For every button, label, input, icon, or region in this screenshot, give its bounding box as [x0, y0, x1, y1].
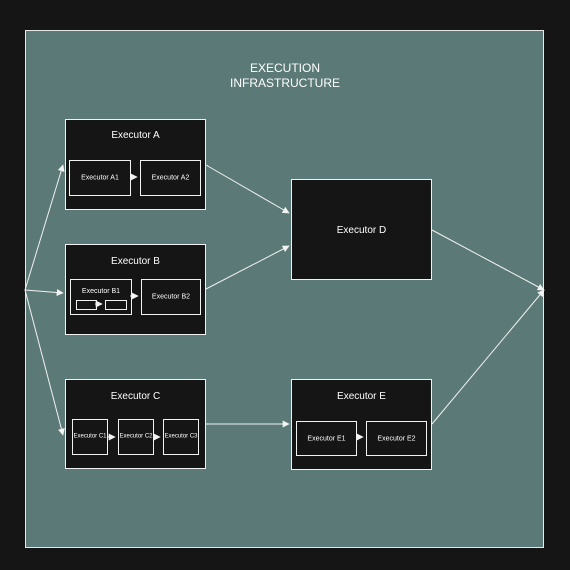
- executor-a-label: Executor A: [111, 130, 160, 141]
- executor-e1-label: Executor E1: [307, 435, 346, 442]
- executor-e-label: Executor E: [337, 391, 386, 402]
- executor-d-label: Executor D: [336, 225, 387, 236]
- executor-b-label: Executor B: [111, 256, 160, 267]
- executor-e-box[interactable]: Executor E Executor E1 Executor E2: [291, 379, 432, 470]
- executor-b-box[interactable]: Executor B Executor B1 Executor B2: [65, 244, 206, 335]
- executor-c3-label: Executor C3: [164, 433, 198, 440]
- executor-c3-box[interactable]: Executor C3: [163, 419, 199, 455]
- executor-e2-box[interactable]: Executor E2: [366, 421, 427, 456]
- executor-c-label: Executor C: [110, 391, 161, 402]
- executor-a-box[interactable]: Executor A Executor A1 Executor A2: [65, 119, 206, 210]
- executor-b1-mini-block-1: [76, 300, 97, 310]
- executor-b2-box[interactable]: Executor B2: [141, 279, 201, 315]
- executor-b1-mini-block-2: [105, 300, 127, 310]
- executor-c1-label: Executor C1: [73, 433, 107, 440]
- executor-c2-box[interactable]: Executor C2: [118, 419, 154, 455]
- executor-a2-box[interactable]: Executor A2: [140, 160, 201, 196]
- diagram-title: EXECUTION INFRASTRUCTURE: [190, 61, 380, 91]
- executor-d-box[interactable]: Executor D: [291, 179, 432, 280]
- executor-c2-label: Executor C2: [119, 433, 153, 440]
- executor-e2-label: Executor E2: [377, 435, 416, 442]
- diagram-title-line-2: INFRASTRUCTURE: [230, 76, 340, 90]
- executor-b1-label: Executor B1: [81, 288, 121, 295]
- diagram-title-line-1: EXECUTION: [249, 61, 320, 75]
- executor-a1-label: Executor A1: [81, 174, 119, 182]
- executor-e1-box[interactable]: Executor E1: [296, 421, 357, 456]
- executor-a1-box[interactable]: Executor A1: [69, 160, 131, 196]
- executor-b2-label: Executor B2: [151, 293, 191, 301]
- executor-b1-box[interactable]: Executor B1: [70, 279, 132, 315]
- executor-c1-box[interactable]: Executor C1: [72, 419, 108, 455]
- executor-c-box[interactable]: Executor C Executor C1 Executor C2 Execu…: [65, 379, 206, 469]
- executor-a2-label: Executor A2: [151, 174, 190, 182]
